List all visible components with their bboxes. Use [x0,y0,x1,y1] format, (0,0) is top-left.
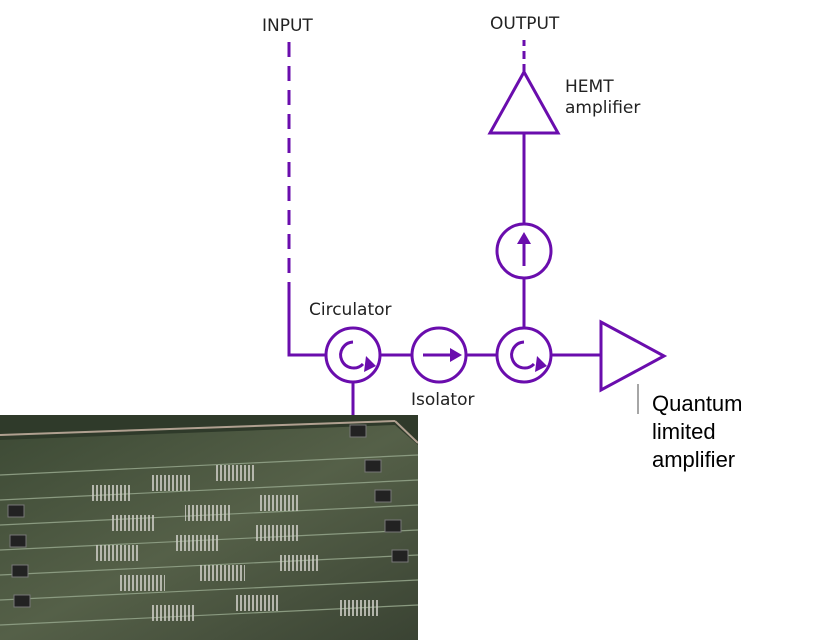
qla-label: Quantum limited amplifier [652,391,743,472]
circulator-1 [324,326,382,384]
qubit-chip-photo [0,415,418,640]
hemt-amplifier-triangle [487,68,561,135]
input-label: INPUT [262,16,313,36]
circulator-label: Circulator [309,300,392,320]
hemt-label: HEMT amplifier [565,77,641,118]
circulator-2-arrowhead-fill [535,356,547,372]
isolator-label: Isolator [411,390,475,410]
circulator-1-arrow [339,340,365,370]
quantum-limited-amplifier-triangle [599,319,668,393]
output-label: OUTPUT [490,14,560,34]
circulator-2-arrow [510,340,536,370]
isolator-arrowhead [450,348,462,362]
circulator-1-arrowhead-fill [364,356,376,372]
input-wire [287,288,326,357]
circulator-2 [495,326,553,384]
isolator-2-arrowhead [517,232,531,244]
